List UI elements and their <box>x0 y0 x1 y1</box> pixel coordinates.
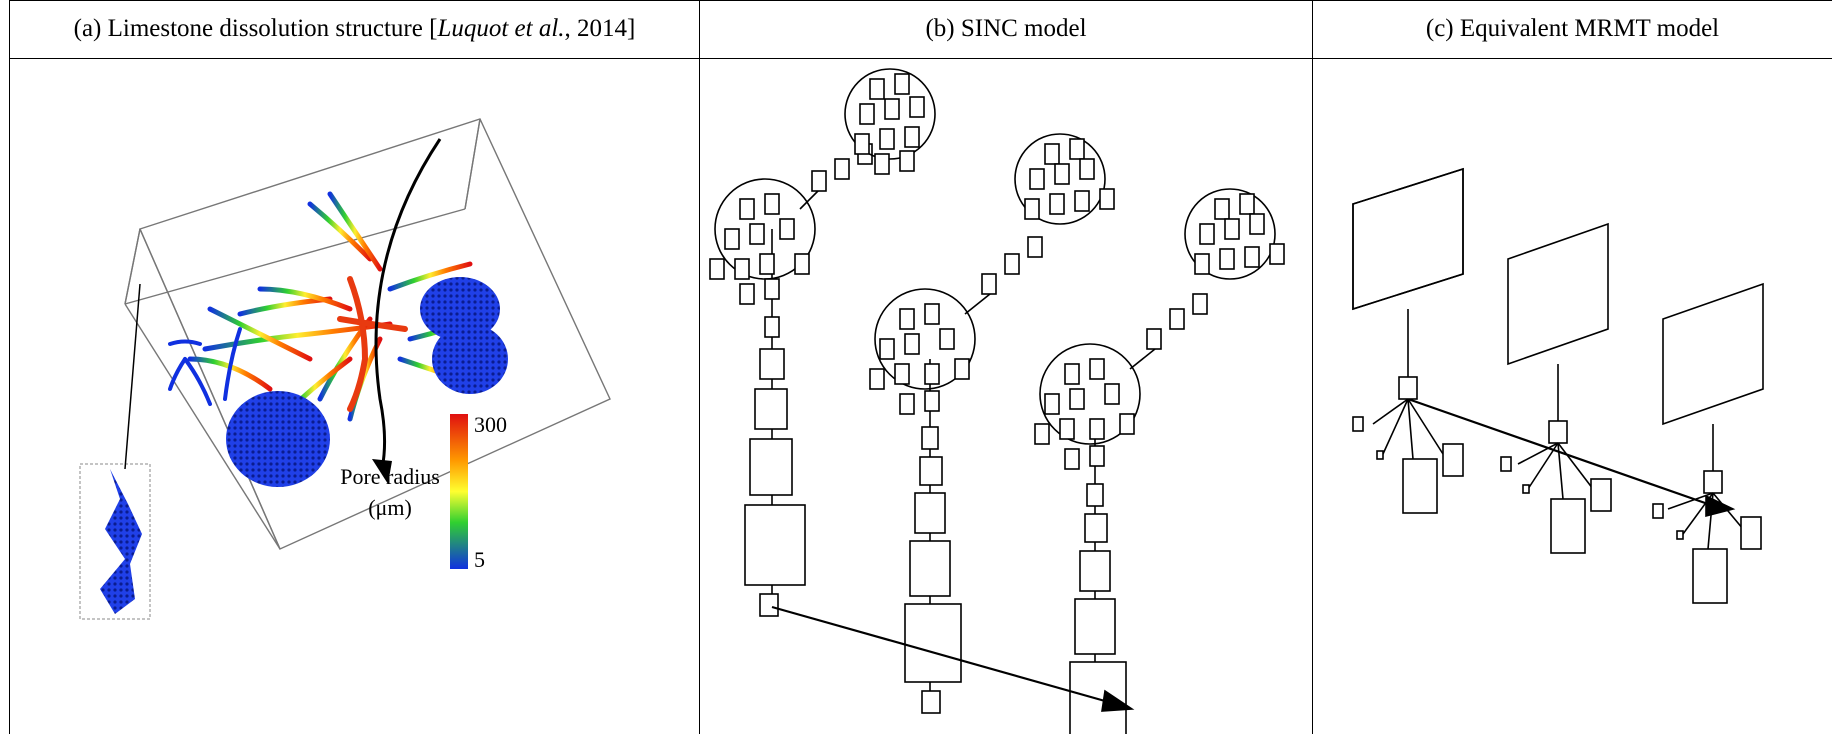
panel-b-illustration <box>709 68 1285 734</box>
column-divider-2 <box>1312 0 1313 734</box>
panel-c-header: (c) Equivalent MRMT model <box>1425 15 1720 42</box>
inset-sample <box>79 283 151 620</box>
colorbar-min-label: 5 <box>474 547 485 572</box>
table-top-border <box>10 0 1832 1</box>
panel-a-header: (a) Limestone dissolution structure [Luq… <box>10 0 699 58</box>
mrmt-block-3 <box>1662 282 1764 426</box>
colorbar <box>450 414 468 569</box>
pore-cluster-lower <box>226 391 330 487</box>
sinc-cluster-top <box>844 68 936 175</box>
panel-a-header-citation: Luquot et al. <box>437 15 565 42</box>
sinc-flow-line <box>771 605 1106 703</box>
pore-network <box>168 191 483 422</box>
colorbar-title-line1: Pore radius <box>340 464 440 489</box>
header-separator <box>10 58 1832 59</box>
flow-arrow <box>374 138 442 470</box>
flow-arrow-head <box>372 459 392 484</box>
column-divider-1 <box>699 0 700 734</box>
sinc-chain-1 <box>709 143 873 617</box>
panel-b-header: (b) SINC model <box>925 15 1087 42</box>
mrmt-block-1 <box>1352 167 1464 311</box>
panel-a-illustration: 300 5 Pore radius (μm) <box>79 118 611 620</box>
sinc-chain-3 <box>1034 188 1285 734</box>
pore-cluster-right-bottom <box>432 324 508 394</box>
panel-c-illustration <box>1352 167 1764 604</box>
panel-a-header-suffix: , 2014] <box>564 15 636 42</box>
sinc-chain-2 <box>869 133 1115 714</box>
column-divider-left <box>9 0 10 734</box>
panel-a-header-prefix: (a) Limestone dissolution structure [ <box>73 15 438 42</box>
mrmt-block-2 <box>1507 222 1609 366</box>
pore-cluster-right-top <box>420 277 500 341</box>
colorbar-max-label: 300 <box>474 412 507 437</box>
colorbar-title-line2: (μm) <box>368 495 412 520</box>
sinc-flow-arrowhead <box>1101 689 1135 712</box>
